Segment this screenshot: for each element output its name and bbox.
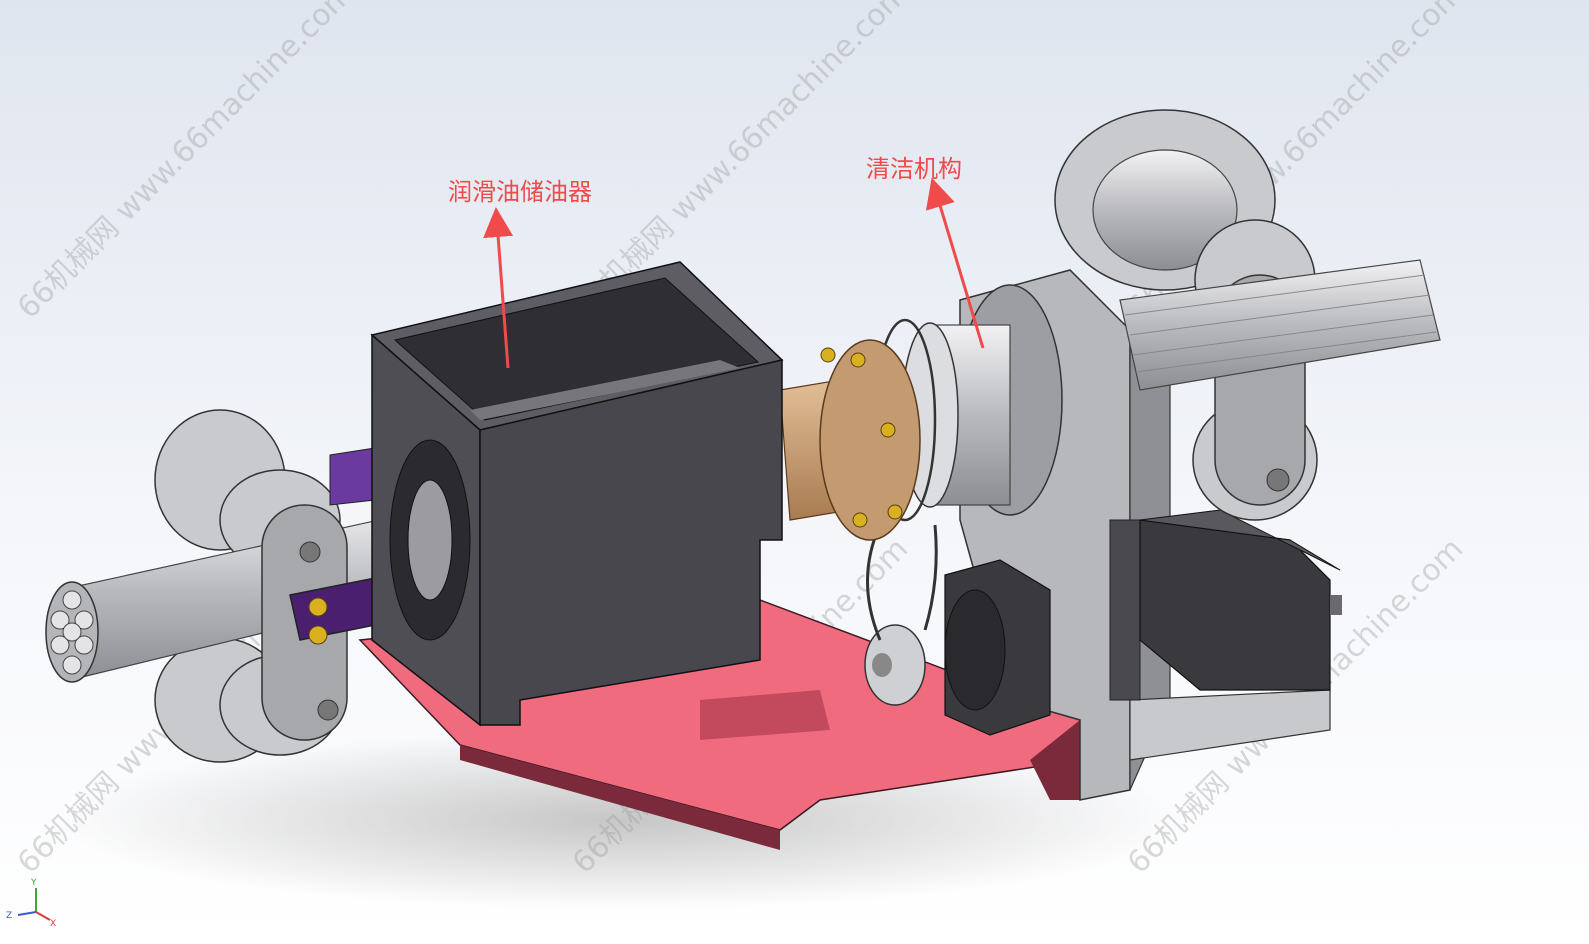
- axis-label-y: Y: [30, 878, 37, 888]
- axis-label-z: Z: [6, 911, 12, 921]
- rod-right: [1119, 259, 1441, 391]
- axis-label-x: X: [50, 919, 56, 929]
- arrow-reservoir: [483, 207, 514, 369]
- axis-triad: Y X Z: [6, 878, 56, 929]
- motor-right: [1139, 509, 1342, 691]
- lubricant-reservoir: [370, 261, 784, 727]
- label-lubricant-reservoir: 润滑油储油器: [448, 178, 592, 206]
- annotation-arrows: [483, 177, 985, 369]
- coupling: [779, 339, 921, 541]
- motor-center: [864, 524, 1051, 736]
- cleaning-mechanism: [873, 284, 1063, 522]
- label-cleaning-mechanism: 清洁机构: [866, 155, 962, 183]
- arrow-cleaning: [925, 177, 985, 349]
